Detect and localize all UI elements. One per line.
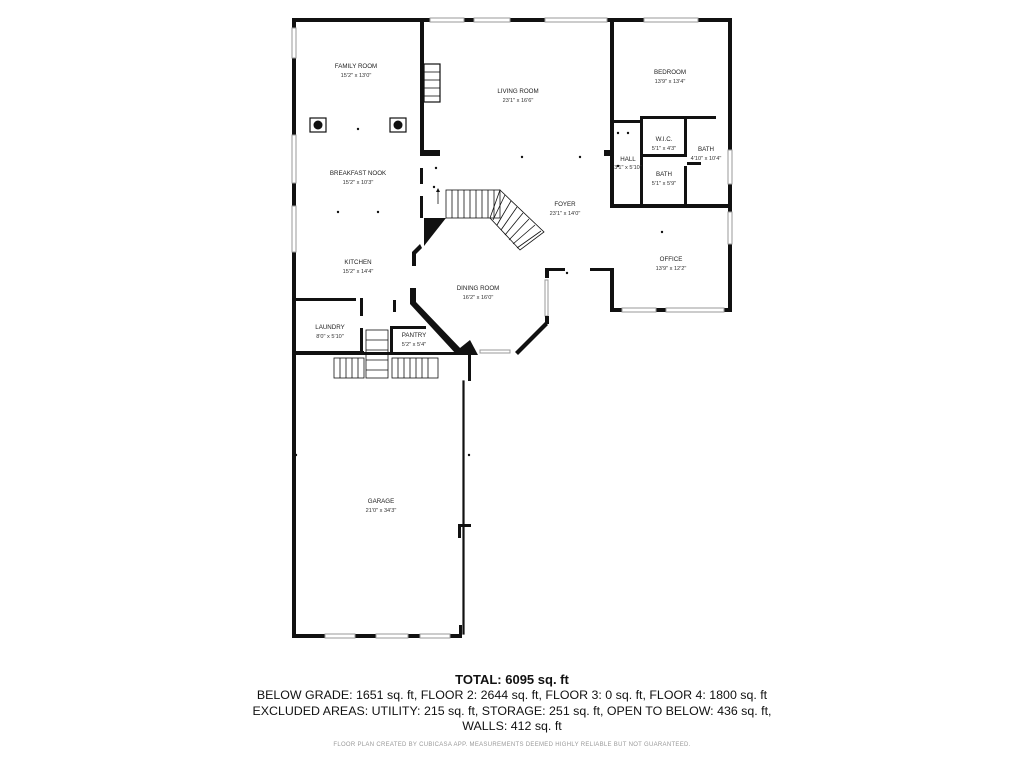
garage-stairs [333,329,439,379]
room-dims: 15'2" x 10'3" [343,180,374,186]
room-dims: 13'9" x 12'2" [656,266,687,272]
room-name: BATH [698,146,714,153]
room-dims: 5'2" x 5'4" [402,342,426,348]
room-dims: 21'0" x 34'3" [366,508,397,514]
room-name: LIVING ROOM [497,88,538,95]
room-dims: 15'2" x 13'0" [341,73,372,79]
floor-plan: FAMILY ROOM 15'2" x 13'0" LIVING ROOM 23… [291,17,733,639]
room-name: BATH [656,171,672,178]
main-staircase [436,188,545,251]
room-name: LAUNDRY [315,324,344,331]
room-name: OFFICE [660,256,683,263]
room-dims: 4'10" x 10'4" [691,156,722,162]
windows [291,17,733,639]
room-name: BREAKFAST NOOK [330,170,387,177]
room-dims: 8'0" x 5'10" [316,334,344,340]
light-fixtures [294,127,664,457]
room-dims: 5'1" x 5'9" [652,181,676,187]
room-labels: FAMILY ROOM 15'2" x 13'0" LIVING ROOM 23… [315,63,721,514]
area-breakdown-line-2: EXCLUDED AREAS: UTILITY: 215 sq. ft, STO… [252,703,772,718]
fireplace-icon [423,63,441,103]
room-dims: 13'9" x 13'4" [655,79,686,85]
outer-walls [292,18,732,638]
room-name: FAMILY ROOM [335,63,377,70]
room-name: PANTRY [402,332,427,339]
room-name: DINING ROOM [457,285,500,292]
room-name: FOYER [554,201,576,208]
room-dims: 3'1" x 5'10" [614,165,642,171]
ceiling-fans [309,117,407,133]
credit-note: FLOOR PLAN CREATED BY CUBICASA APP. MEAS… [333,742,691,748]
room-dims: 5'1" x 4'3" [652,146,676,152]
room-name: W.I.C. [656,136,673,143]
room-name: GARAGE [368,498,394,505]
room-dims: 15'2" x 14'4" [343,269,374,275]
room-name: HALL [620,156,636,163]
room-dims: 23'1" x 14'0" [550,211,581,217]
total-area: TOTAL: 6095 sq. ft [455,672,569,687]
area-breakdown-line-1: BELOW GRADE: 1651 sq. ft, FLOOR 2: 2644 … [256,688,768,702]
interior-walls [296,18,732,355]
room-name: BEDROOM [654,69,686,76]
room-dims: 16'2" x 16'0" [463,295,494,301]
room-dims: 23'1" x 16'6" [503,98,534,104]
area-breakdown-line-3: WALLS: 412 sq. ft [462,719,562,733]
area-summary: TOTAL: 6095 sq. ft BELOW GRADE: 1651 sq.… [0,672,1024,735]
room-name: KITCHEN [344,259,371,266]
